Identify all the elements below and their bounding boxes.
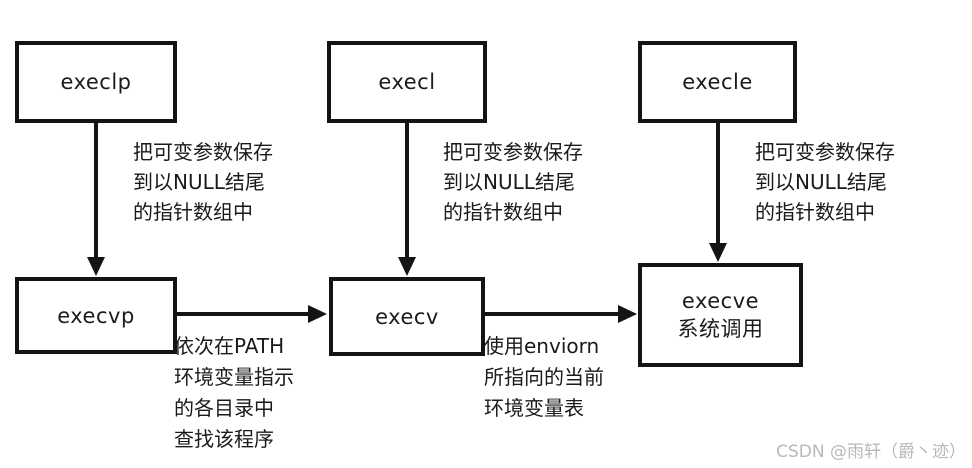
node-execl-label: execl <box>378 70 436 94</box>
node-execl: execl <box>327 41 487 123</box>
note-line: 的指针数组中 <box>755 200 875 224</box>
arrow-execv-to-execve <box>485 305 637 323</box>
note-line: 把可变参数保存 <box>755 140 895 164</box>
node-execv: execv <box>329 277 485 356</box>
note-line: 的指针数组中 <box>133 200 253 224</box>
note-line: 使用enviorn <box>484 334 600 358</box>
node-execle-label: execle <box>682 70 753 94</box>
note-execle-args: 把可变参数保存 到以NULL结尾 的指针数组中 <box>755 137 895 227</box>
note-execv-environ: 使用enviorn 所指向的当前 环境变量表 <box>484 331 604 424</box>
node-execve: execve 系统调用 <box>638 263 803 367</box>
note-line: 把可变参数保存 <box>133 140 273 164</box>
node-execv-label: execv <box>375 304 439 329</box>
note-line: 所指向的当前 <box>484 365 604 389</box>
note-execlp-args: 把可变参数保存 到以NULL结尾 的指针数组中 <box>133 137 273 227</box>
arrow-execvp-to-execv <box>177 305 327 323</box>
node-execle: execle <box>638 41 797 123</box>
csdn-watermark: CSDN @雨轩（爵丶迹） <box>776 442 966 462</box>
note-line: 到以NULL结尾 <box>133 170 265 194</box>
note-line: 把可变参数保存 <box>443 140 583 164</box>
note-execl-args: 把可变参数保存 到以NULL结尾 的指针数组中 <box>443 137 583 227</box>
arrow-execle-to-execve <box>709 123 727 262</box>
note-line: 环境变量指示 <box>174 365 294 389</box>
node-execve-label: execve <box>681 289 760 313</box>
node-execlp: execlp <box>15 41 177 123</box>
node-execvp-label: execvp <box>57 303 135 328</box>
node-execlp-label: execlp <box>60 70 132 94</box>
note-line: 依次在PATH <box>174 334 285 358</box>
arrow-execl-to-execv <box>398 123 416 276</box>
arrow-execlp-to-execvp <box>87 123 105 276</box>
note-line: 到以NULL结尾 <box>443 170 575 194</box>
note-line: 的各目录中 <box>174 396 274 420</box>
note-execvp-path: 依次在PATH 环境变量指示 的各目录中 查找该程序 <box>174 331 294 455</box>
node-execve-sublabel: 系统调用 <box>677 317 764 341</box>
note-line: 查找该程序 <box>174 427 274 451</box>
node-execvp: execvp <box>15 277 177 354</box>
note-line: 的指针数组中 <box>443 200 563 224</box>
note-line: 到以NULL结尾 <box>755 170 887 194</box>
note-line: 环境变量表 <box>484 396 584 420</box>
